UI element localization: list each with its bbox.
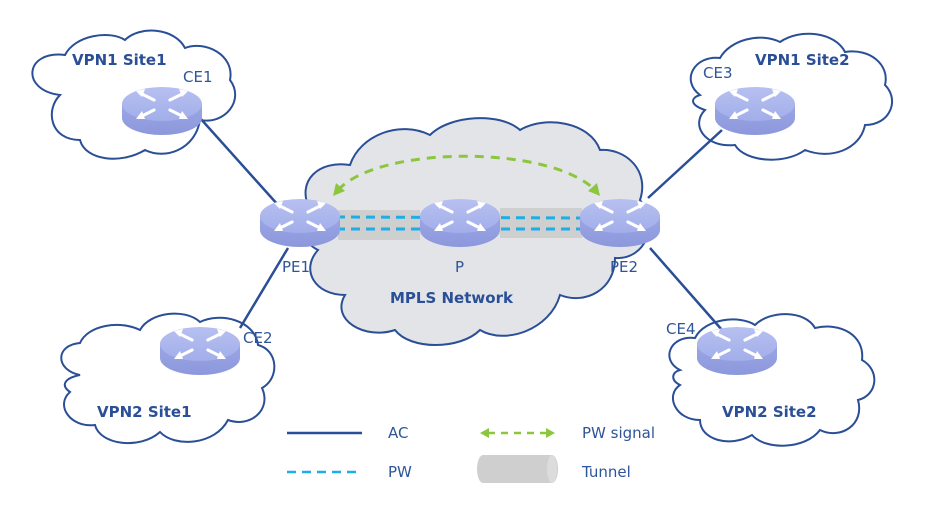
router-ce1[interactable] <box>120 85 204 137</box>
legend-pw-signal-arrow-left <box>480 428 489 438</box>
cloud-vpn2-site2 <box>668 313 876 447</box>
router-ce2[interactable] <box>158 325 242 377</box>
router-pe2[interactable] <box>578 197 662 249</box>
router-p[interactable] <box>418 197 502 249</box>
label-ce2: CE2 <box>243 329 273 347</box>
label-p: P <box>455 258 464 276</box>
label-ce4: CE4 <box>666 320 696 338</box>
cloud-label-vpn2-site2: VPN2 Site2 <box>722 403 817 421</box>
legend-tunnel-label: Tunnel <box>581 463 631 481</box>
label-ce3: CE3 <box>703 64 733 82</box>
ac-link-ce2-pe1 <box>238 247 290 329</box>
router-ce3[interactable] <box>713 85 797 137</box>
tunnel-pe1-p <box>338 210 420 240</box>
label-ce1: CE1 <box>183 68 213 86</box>
router-ce4[interactable] <box>695 325 779 377</box>
cloud-label-vpn2-site1: VPN2 Site1 <box>97 403 192 421</box>
ac-link-ce4-pe2 <box>649 247 723 331</box>
legend-pw-label: PW <box>388 463 412 481</box>
cloud-label-vpn1-site1: VPN1 Site1 <box>72 51 167 69</box>
cloud-label-mpls-network: MPLS Network <box>390 289 514 307</box>
pw-signal-arc <box>336 154 597 192</box>
ac-link-ce1-pe1 <box>199 117 279 206</box>
legend-ac-label: AC <box>388 424 408 442</box>
pw-signal-arrowhead-left <box>333 183 345 196</box>
label-pe1: PE1 <box>282 258 310 276</box>
legend-pw-signal-arrow-right <box>546 428 555 438</box>
ac-link-ce3-pe2 <box>647 129 723 199</box>
label-pe2: PE2 <box>610 258 638 276</box>
router-pe1[interactable] <box>258 197 342 249</box>
cloud-label-vpn1-site2: VPN1 Site2 <box>755 51 850 69</box>
legend-pw-signal-label: PW signal <box>582 424 655 442</box>
tunnel-p-pe2 <box>500 208 582 238</box>
legend: AC PW PW signal Tunnel <box>287 424 655 483</box>
pw-signal-arrowhead-right <box>588 183 600 196</box>
legend-tunnel-swatch <box>477 455 558 483</box>
